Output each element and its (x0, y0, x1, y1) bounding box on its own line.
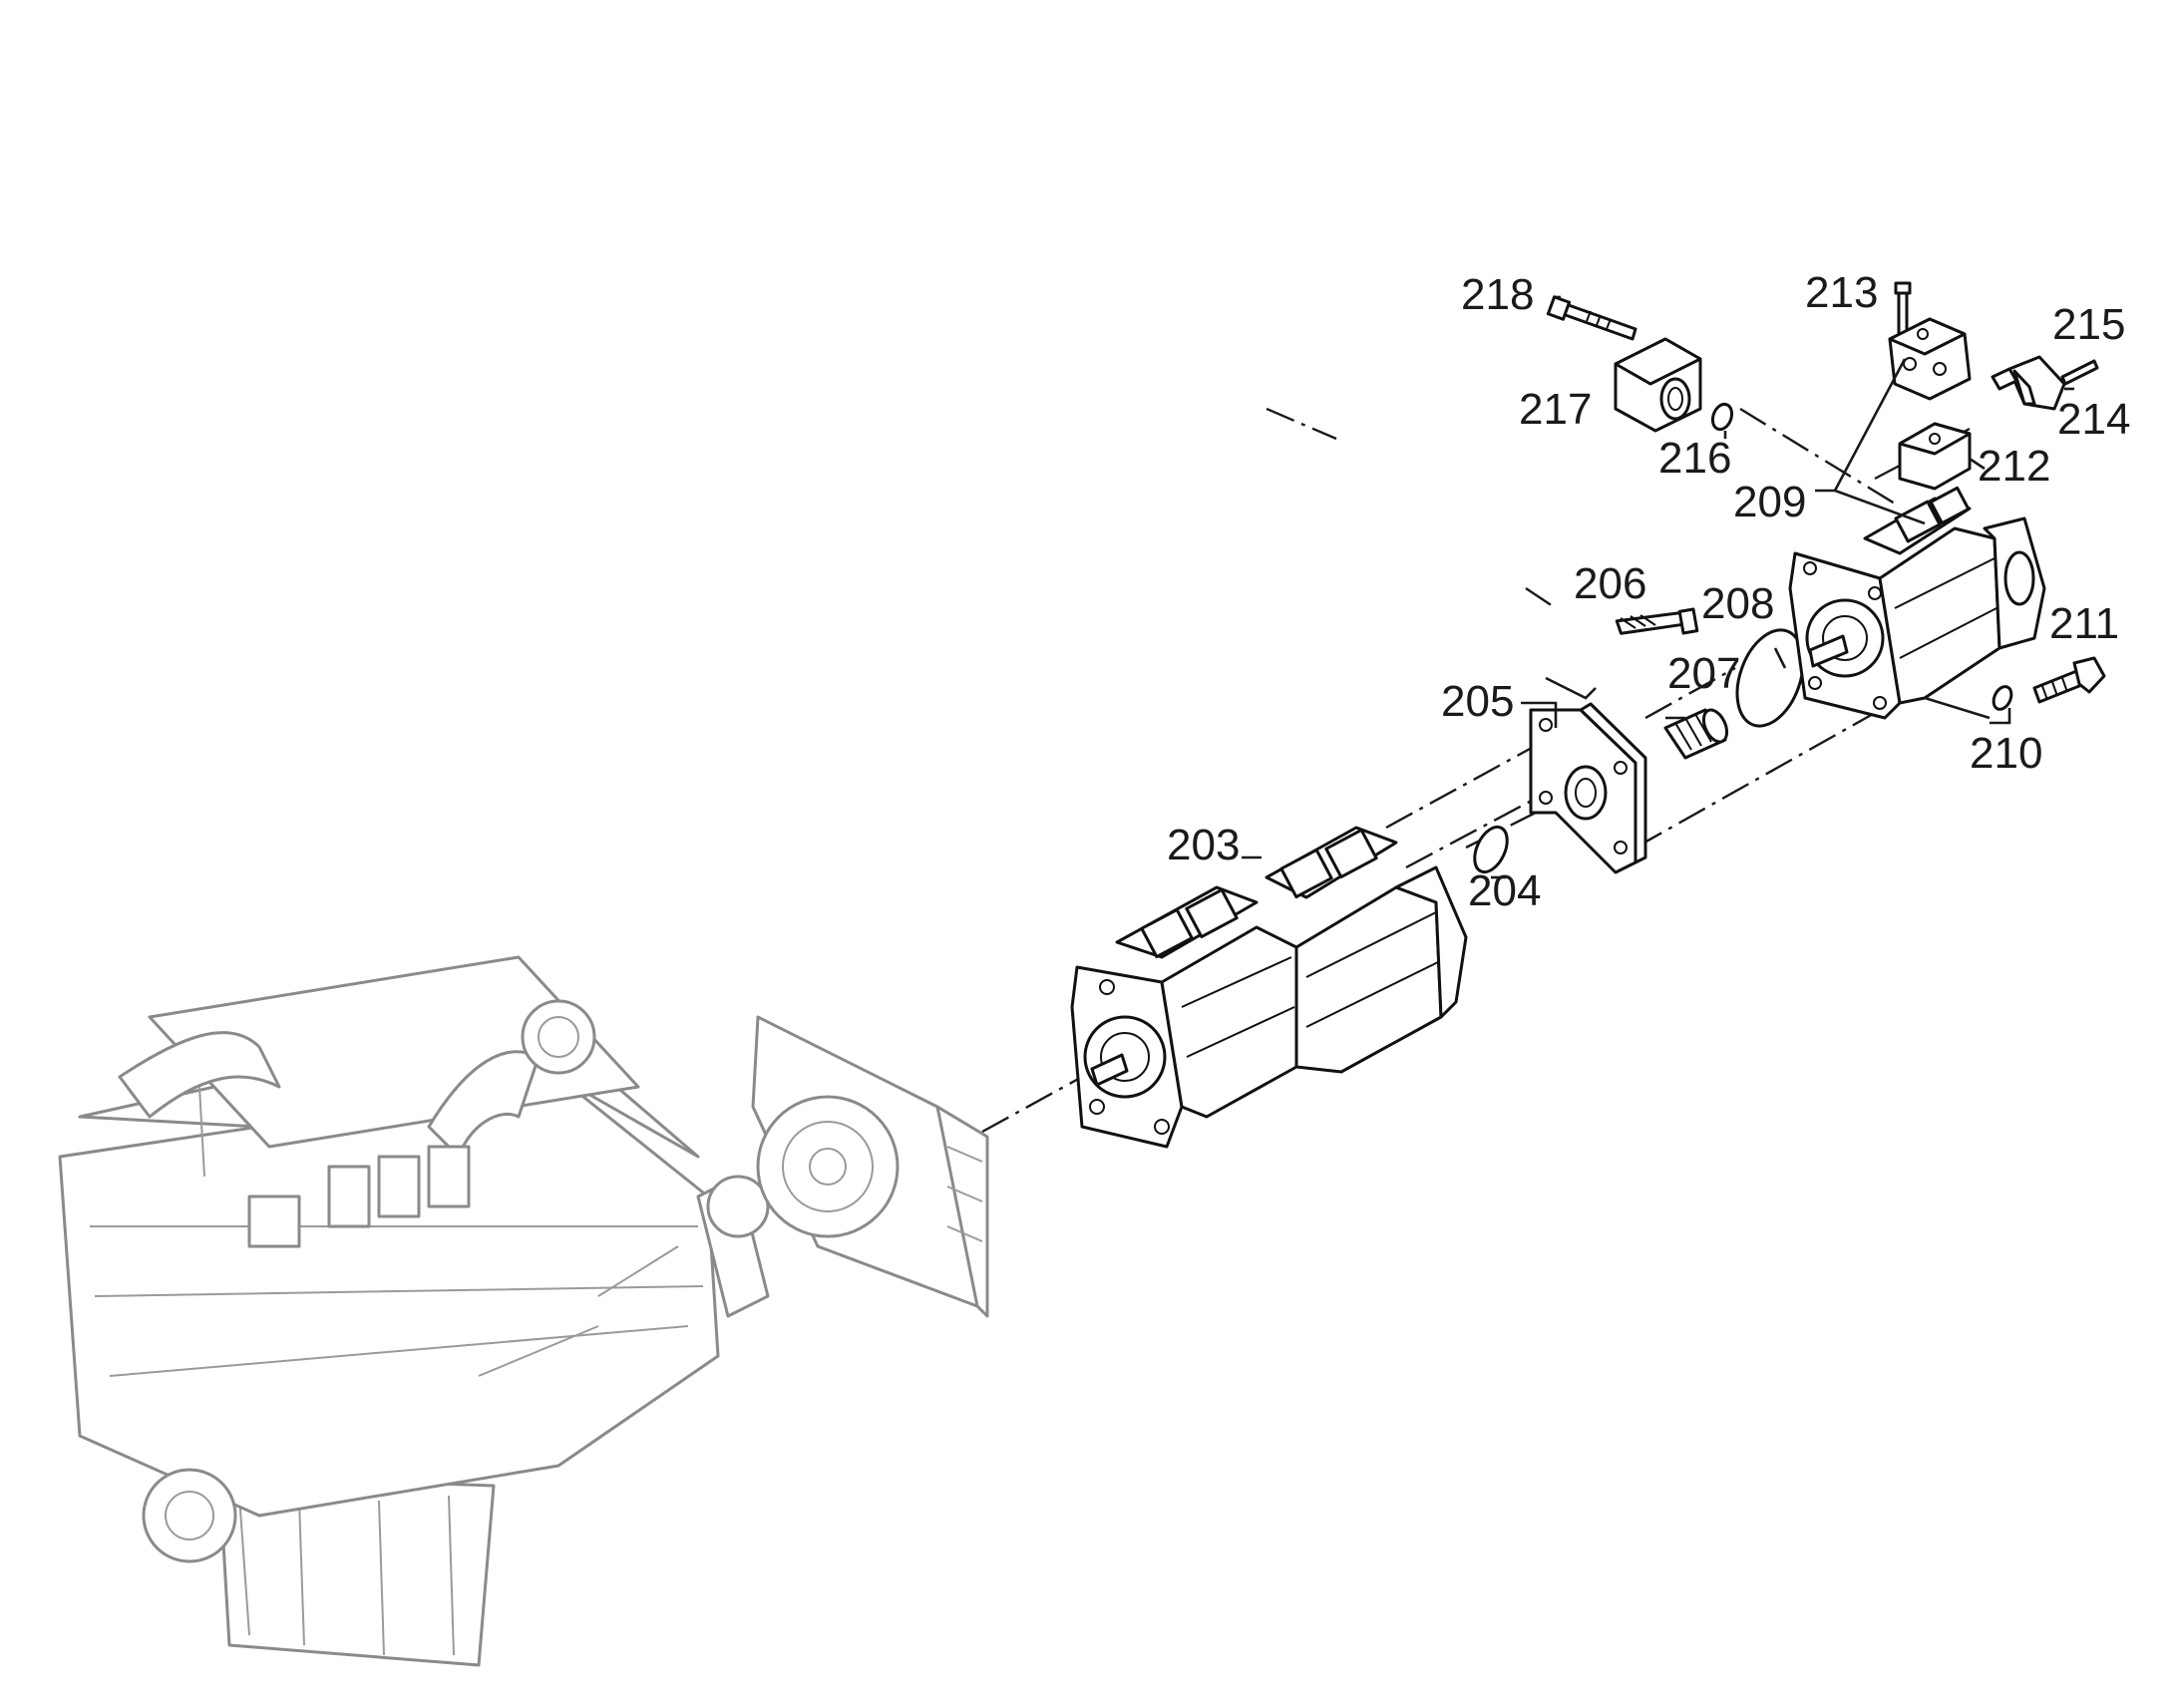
callout-212: 212 (1978, 442, 2050, 491)
part-206-bolt (1615, 607, 1699, 635)
part-214-solenoid-valve (1991, 355, 2066, 411)
callout-215: 215 (2052, 300, 2125, 349)
callout-214: 214 (2057, 395, 2130, 444)
part-208-large-o-ring (1735, 628, 1805, 728)
callout-216: 216 (1658, 434, 1731, 483)
part-212-valve-plate (1898, 422, 1972, 491)
assembly-centerlines (981, 407, 1971, 1134)
part-203-tandem-pump (1070, 826, 1468, 1149)
callout-218: 218 (1461, 270, 1534, 319)
part-207-coupling-sleeve (1663, 708, 1729, 760)
callout-206: 206 (1574, 559, 1646, 608)
callout-210: 210 (1970, 729, 2042, 778)
callout-208: 208 (1701, 579, 1774, 628)
valve-block (1888, 317, 1972, 401)
callout-203: 203 (1167, 821, 1240, 869)
leader-lines (1242, 295, 2074, 879)
part-210-washer (1992, 685, 2013, 711)
engine-assembly (58, 955, 770, 1667)
part-215-screw (2060, 359, 2099, 386)
callout-213: 213 (1805, 268, 1878, 317)
flywheel-housing (751, 1015, 989, 1318)
callout-217: 217 (1519, 385, 1592, 434)
part-217-port-block (1614, 337, 1702, 433)
part-211-hex-bolt (2032, 656, 2106, 704)
part-209-rear-pump (1788, 486, 2046, 720)
callout-204: 204 (1468, 866, 1541, 915)
part-218-bolt (1546, 295, 1637, 341)
part-204-o-ring (1473, 825, 1509, 874)
callout-205: 205 (1441, 677, 1514, 726)
callout-209: 209 (1733, 478, 1806, 526)
callout-211: 211 (2049, 599, 2119, 648)
part-205-adapter-plate (1529, 702, 1647, 874)
callout-labels: 203 204 205 206 207 208 209 210 211 212 … (1167, 268, 2130, 915)
part-216-small-o-ring (1710, 402, 1734, 432)
callout-207: 207 (1667, 649, 1740, 698)
